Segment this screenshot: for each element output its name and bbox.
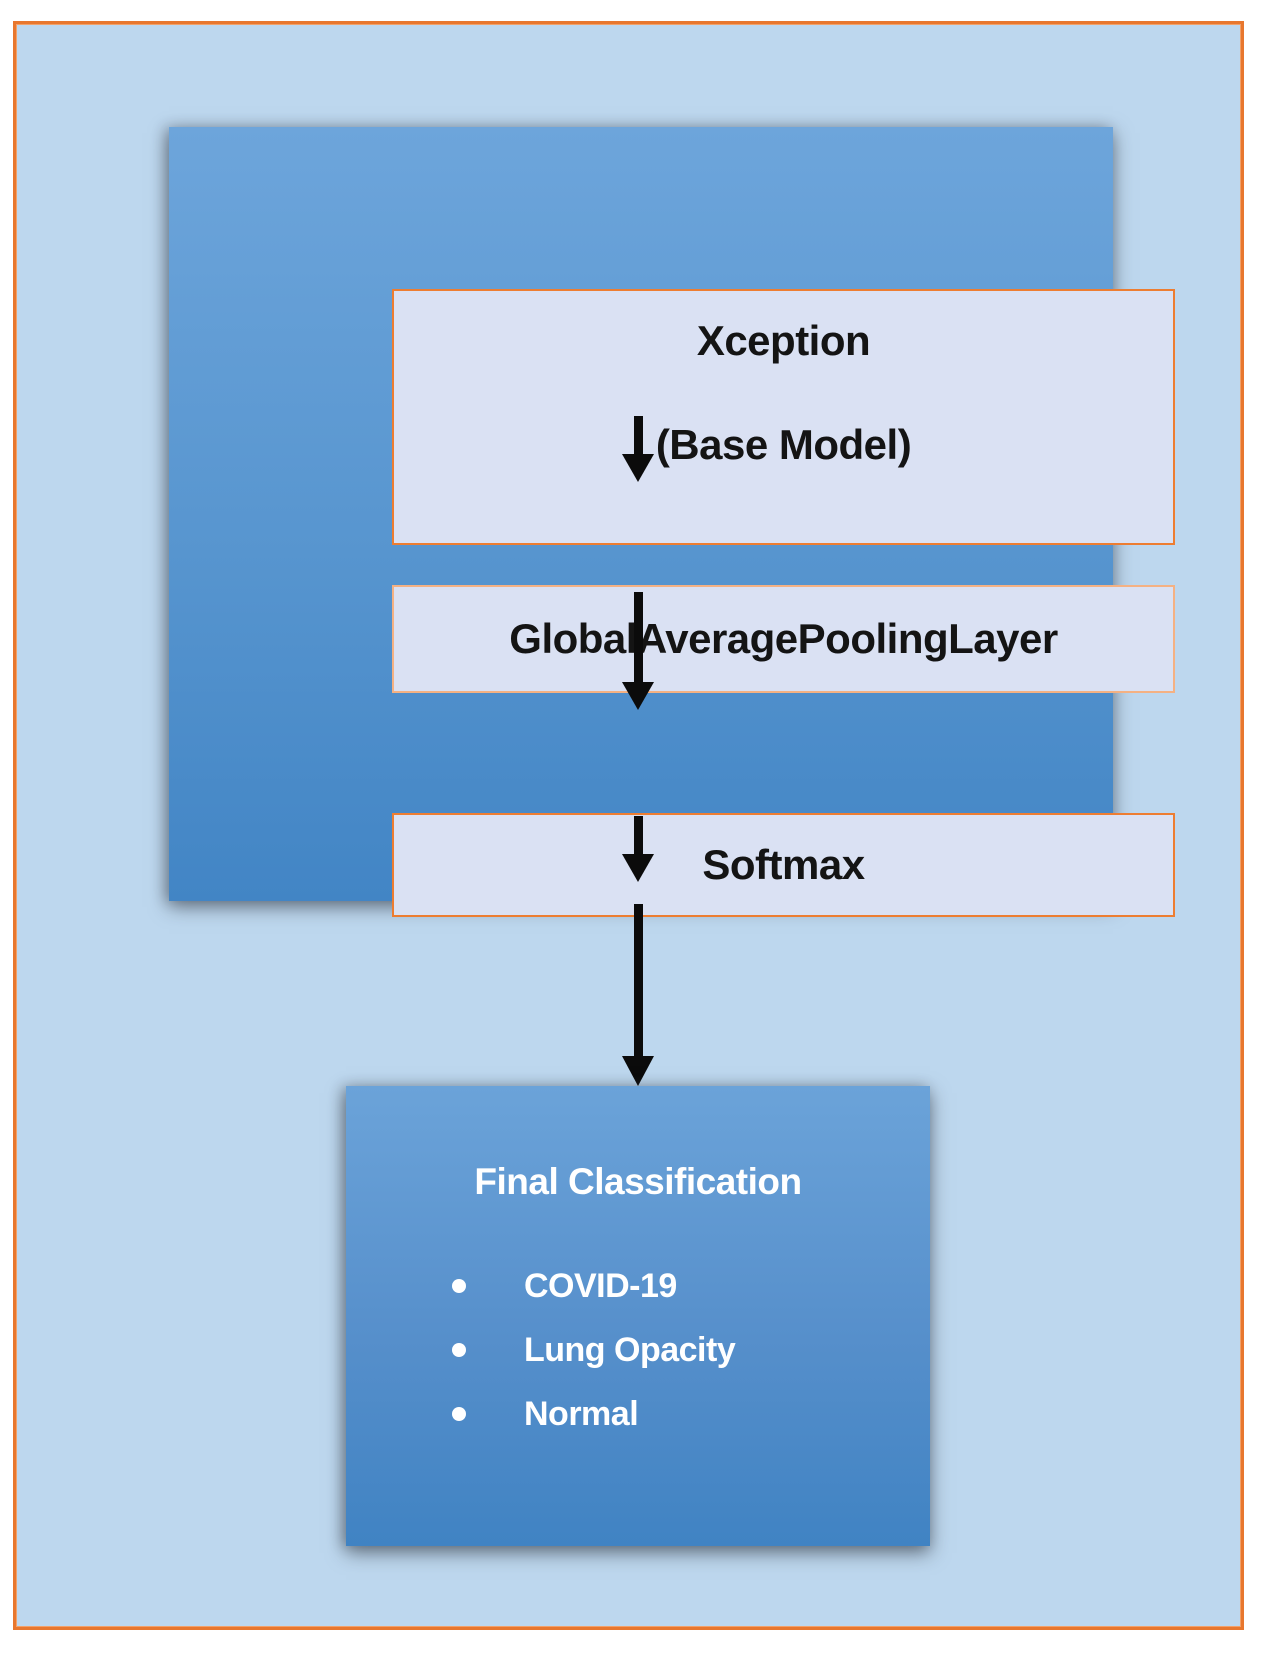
softmax-label: Softmax <box>702 841 865 888</box>
list-item: COVID-19 <box>346 1254 930 1318</box>
arrow-down-icon-softmax-to-container-edge <box>622 816 654 882</box>
xception-label: Xception <box>696 317 871 364</box>
list-item: Lung Opacity <box>346 1318 930 1382</box>
arrow-head <box>622 682 654 710</box>
arrow-stem <box>633 592 643 682</box>
softmax-box: Softmax <box>392 813 1175 917</box>
global-average-pooling-box: GlobalAveragePoolingLayer <box>392 585 1175 693</box>
base-model-label: (Base Model) <box>655 421 912 468</box>
arrow-down-icon-pooling-to-softmax <box>622 592 654 710</box>
arrow-head <box>622 854 654 882</box>
arrow-down-icon-xception-to-pooling <box>622 416 654 482</box>
arrow-down-icon-container-to-final <box>622 904 654 1086</box>
diagram-frame: Xception (Base Model) GlobalAveragePooli… <box>13 21 1244 1630</box>
class-covid19-label: COVID-19 <box>524 1266 677 1305</box>
arrow-stem <box>633 816 643 854</box>
global-average-pooling-label: GlobalAveragePoolingLayer <box>509 615 1058 662</box>
arrow-stem <box>633 904 643 1056</box>
final-classification-title: Final Classification <box>474 1161 802 1202</box>
xception-base-model-box: Xception (Base Model) <box>392 289 1175 545</box>
model-pipeline-container: Xception (Base Model) GlobalAveragePooli… <box>169 127 1175 917</box>
list-item: Normal <box>346 1382 930 1446</box>
bullet-icon <box>452 1343 466 1357</box>
arrow-stem <box>633 416 643 454</box>
arrow-head <box>622 1056 654 1086</box>
class-lung-opacity-label: Lung Opacity <box>524 1330 736 1369</box>
arrow-head <box>622 454 654 482</box>
class-normal-label: Normal <box>524 1394 639 1433</box>
classification-list: COVID-19 Lung Opacity Normal <box>346 1254 930 1446</box>
final-classification-box: Final Classification COVID-19 Lung Opaci… <box>346 1086 930 1546</box>
bullet-icon <box>452 1279 466 1293</box>
bullet-icon <box>452 1407 466 1421</box>
